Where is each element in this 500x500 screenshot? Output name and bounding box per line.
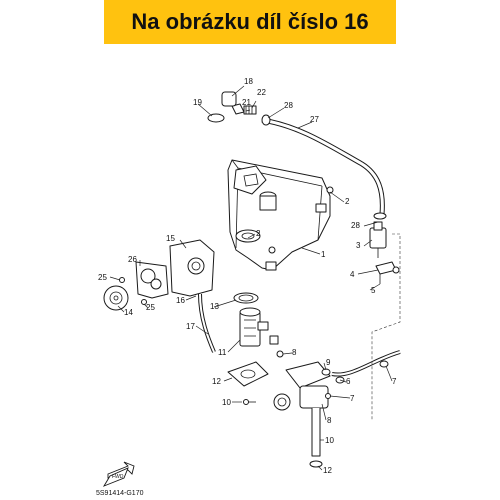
leader-lines xyxy=(109,85,393,471)
callout-2a: 2 xyxy=(345,197,350,206)
callout-28b: 28 xyxy=(351,221,360,230)
callout-4: 4 xyxy=(350,270,355,279)
pump-left-assembly xyxy=(103,239,216,353)
callout-5: 5 xyxy=(371,286,376,295)
callout-3: 3 xyxy=(356,241,361,250)
callout-8: 8 xyxy=(327,416,332,425)
throttle-body-assembly xyxy=(273,350,401,468)
callout-23: 21 xyxy=(242,98,251,107)
callout-11: 9 xyxy=(326,358,331,367)
callout-1: 1 xyxy=(321,250,326,259)
banner-title: Na obrázku díl číslo 16 xyxy=(131,9,369,34)
callout-7a: 7 xyxy=(392,377,397,386)
callout-17: 14 xyxy=(124,308,133,317)
callout-7b: 7 xyxy=(350,394,355,403)
exploded-parts-diagram: 18 19 22 21 28 27 2 28 3 4 5 1 2 15 26 2… xyxy=(96,77,401,497)
fuel-tank-top xyxy=(227,159,334,271)
callout-10: 10 xyxy=(325,436,334,445)
callout-15: 13 xyxy=(210,302,219,311)
callout-19: 16 xyxy=(176,296,185,305)
fwd-arrow-icon: FWD xyxy=(102,461,135,487)
title-banner: Na obrázku díl číslo 16 xyxy=(104,0,396,44)
callout-20: 17 xyxy=(186,322,195,331)
callout-26: 26 xyxy=(128,255,137,264)
callout-25a: 25 xyxy=(98,273,107,282)
callout-12: 12 xyxy=(323,466,332,475)
callout-6: 6 xyxy=(346,377,351,386)
callout-25b: 25 xyxy=(146,303,155,312)
catalog-code: 5S91414-G170 xyxy=(96,490,144,497)
callout-27: 27 xyxy=(310,115,319,124)
callout-16: 12 xyxy=(212,377,221,386)
callout-18: 15 xyxy=(166,234,175,243)
callout-13: 11 xyxy=(218,348,227,357)
callout-21: 18 xyxy=(244,77,253,86)
callout-labels: 18 19 22 21 28 27 2 28 3 4 5 1 2 15 26 2… xyxy=(98,77,397,475)
fuel-valve-assembly xyxy=(369,221,400,284)
fwd-label: FWD xyxy=(112,474,124,480)
callout-28a: 28 xyxy=(284,101,293,110)
callout-24: 22 xyxy=(257,88,266,97)
callout-2b: 2 xyxy=(256,229,261,238)
fuel-pump-assembly xyxy=(227,292,284,405)
callout-22: 19 xyxy=(193,98,202,107)
callout-14: 10 xyxy=(222,398,231,407)
callout-9: 8 xyxy=(292,348,297,357)
